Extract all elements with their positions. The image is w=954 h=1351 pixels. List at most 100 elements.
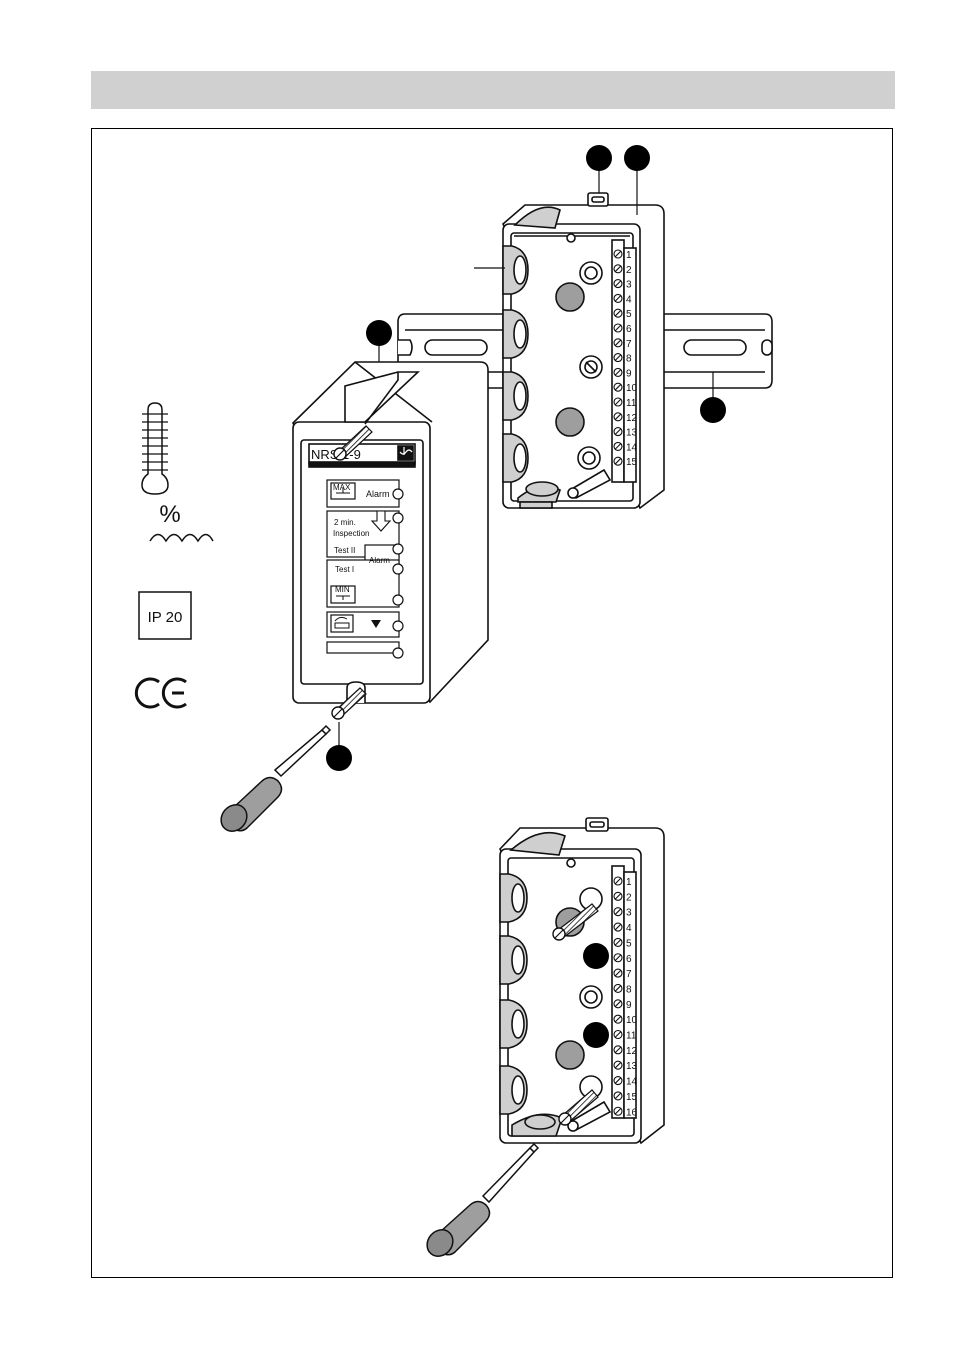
min-led-icon [392, 594, 404, 606]
panel-leds [392, 488, 404, 659]
terminal-bottom-number: 8 [626, 984, 632, 995]
front-panel [326, 479, 400, 654]
callout-marker [624, 145, 650, 171]
terminal-top-screw-slot [614, 428, 622, 435]
min-label: MIN [335, 585, 350, 594]
terminal-bottom-number: 12 [626, 1046, 638, 1057]
illustration-frame [91, 128, 893, 1278]
ce-mark-label: CE [0, 0, 2, 1]
header-bar [91, 71, 895, 109]
max-label: MAX [333, 483, 351, 492]
logo-icon [399, 447, 413, 455]
alarm-led-icon [392, 488, 404, 500]
test-led-icon [392, 543, 404, 555]
test-1-label: Test I [335, 565, 354, 574]
screwdriver-icon [220, 724, 332, 832]
terminal-bottom-number: 9 [626, 1000, 632, 1011]
arrow-down-icon [370, 510, 392, 532]
tank-icon [334, 616, 350, 629]
terminal-bottom-screw-slot [614, 1000, 622, 1008]
terminal-bottom-screw-slot [614, 877, 622, 885]
terminal-top-number: 2 [626, 265, 632, 276]
terminal-screws-top [613, 249, 623, 466]
terminal-bottom-screw-slot [614, 1077, 622, 1084]
terminal-bottom-screw-slot [614, 1031, 622, 1038]
alarm-label-1: Alarm [366, 489, 390, 499]
terminal-bottom-number: 13 [626, 1061, 638, 1072]
base-screw-lower [558, 1089, 599, 1126]
terminal-bottom-number: 4 [626, 923, 632, 934]
terminal-top-screw-slot [614, 265, 622, 273]
terminal-bottom-number: 14 [626, 1077, 638, 1088]
terminal-top-number: 8 [626, 354, 632, 365]
panel-labels: MAX Alarm 2 min. Inspection Test II Alar… [333, 483, 390, 594]
terminal-bottom-screw-slot [614, 939, 622, 946]
terminal-bottom-number: 3 [626, 908, 632, 919]
terminal-bottom-screw-slot [614, 1092, 622, 1100]
terminal-bottom-screw-slot [614, 923, 622, 931]
terminal-bottom-screw-slot [614, 1046, 622, 1054]
fixing-screw-bottom [331, 687, 367, 720]
callout-marker [700, 397, 726, 423]
terminal-bottom-screw-slot [614, 1107, 622, 1115]
terminal-base-top [502, 192, 665, 510]
callout-marker [326, 745, 352, 771]
terminal-top-screw-slot [614, 309, 622, 317]
ce-mark-icon [134, 677, 187, 709]
terminal-bottom-screw-slot [614, 1061, 622, 1069]
terminal-top-screw-slot [614, 443, 622, 450]
delay-label: 2 min. [334, 518, 356, 527]
terminal-top-screw-slot [614, 369, 622, 376]
terminal-bottom-number: 6 [626, 954, 632, 965]
terminal-top-screw-slot [614, 250, 622, 258]
terminal-bottom-screw-slot [614, 985, 622, 992]
terminal-bottom-number: 10 [626, 1015, 638, 1026]
terminal-bottom-screw-slot [614, 908, 622, 916]
ip-rating-label: IP 20 [148, 609, 183, 626]
humidity-symbol: % [159, 501, 180, 528]
terminal-top-screw-slot [614, 324, 622, 332]
terminal-bottom-screw-slot [614, 892, 622, 900]
test-2-label: Test II [334, 546, 355, 555]
terminal-bottom-number: 2 [626, 892, 632, 903]
terminal-top-number: 15 [626, 457, 638, 468]
terminal-top-number: 14 [626, 442, 638, 453]
terminal-top-number: 12 [626, 413, 638, 424]
thermometer-icon [141, 402, 169, 495]
terminal-top-number: 11 [626, 398, 637, 409]
ip-rating-badge: IP 20 [138, 591, 192, 640]
fixing-screw-top [333, 425, 373, 461]
terminal-bottom-number: 1 [626, 877, 632, 888]
terminal-bottom-screw-slot [614, 969, 622, 977]
callout-marker [366, 320, 392, 346]
callout-marker [583, 943, 609, 969]
terminal-bottom-number: 7 [626, 969, 632, 980]
alarm-label-2: Alarm [369, 556, 390, 565]
terminal-bottom-screw-slot [614, 954, 622, 962]
humidity-icon: % [149, 501, 214, 543]
terminal-top-screw-slot [614, 295, 622, 302]
terminal-top-number: 1 [626, 250, 632, 261]
terminal-top-screw-slot [614, 280, 622, 287]
terminal-top-number: 13 [626, 428, 638, 439]
screwdriver-icon [426, 1142, 540, 1257]
terminal-screws-bottom [613, 876, 623, 1116]
terminal-top-screw-slot [614, 413, 622, 421]
power-led-icon [392, 647, 404, 659]
terminal-top-number: 5 [626, 309, 632, 320]
inspection-label: Inspection [333, 529, 369, 538]
terminal-top-screw-slot [614, 383, 622, 391]
terminal-bottom-number: 15 [626, 1092, 638, 1103]
terminal-top-number: 3 [626, 280, 632, 291]
terminal-bottom-number: 5 [626, 938, 632, 949]
base-screw-upper [552, 903, 599, 941]
terminal-top-number: 10 [626, 383, 638, 394]
callout-marker [586, 145, 612, 171]
inspection-led-icon [392, 512, 404, 524]
min-level-icon [336, 595, 350, 600]
terminal-top-screw-slot [614, 398, 622, 406]
terminal-base-bottom [499, 817, 665, 1145]
